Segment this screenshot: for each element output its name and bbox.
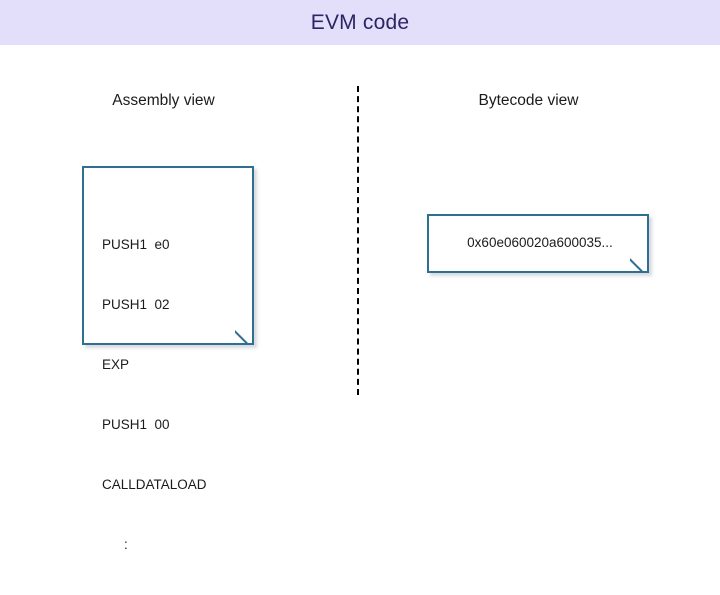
page-fold-corner-icon: [235, 326, 252, 343]
code-line: PUSH1 e0: [102, 237, 170, 252]
diagram-canvas: Assembly view Bytecode view PUSH1 e0 PUS…: [0, 45, 720, 552]
header-band: EVM code: [0, 0, 720, 45]
page-title: EVM code: [310, 11, 410, 34]
code-line: PUSH1 02: [102, 297, 170, 312]
page-fold-corner-icon: [630, 254, 647, 271]
assembly-code-document[interactable]: PUSH1 e0 PUSH1 02 EXP PUSH1 00 CALLDATAL…: [82, 166, 254, 552]
bytecode-document[interactable]: 0x60e060020a600035...: [427, 214, 649, 273]
assembly-code-listing: PUSH1 e0 PUSH1 02 EXP PUSH1 00 CALLDATAL…: [102, 195, 207, 595]
bytecode-view-heading: Bytecode view: [478, 92, 579, 109]
assembly-view-heading: Assembly view: [112, 92, 215, 109]
code-line: CALLDATALOAD: [102, 477, 207, 492]
code-line: PUSH1 00: [102, 417, 170, 432]
code-line-ellipsis: :: [124, 537, 128, 552]
code-line: EXP: [102, 357, 130, 372]
bytecode-value: 0x60e060020a600035...: [467, 235, 613, 250]
vertical-dashed-divider: [357, 86, 359, 395]
